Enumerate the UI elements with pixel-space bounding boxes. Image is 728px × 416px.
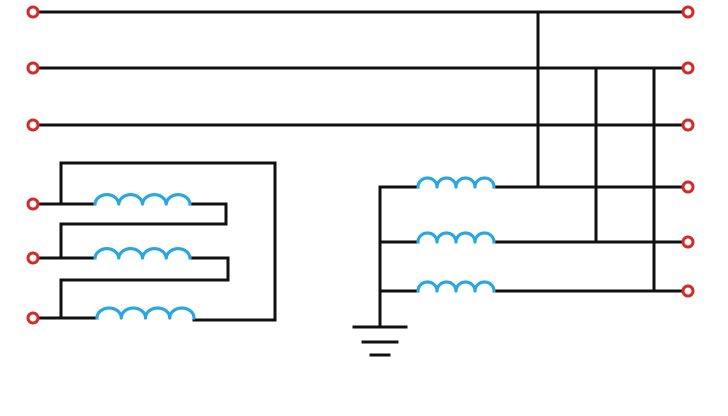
terminal-circle-icon[interactable] <box>681 235 695 249</box>
terminal-circle-icon[interactable] <box>681 118 695 132</box>
terminal-circle-icon[interactable] <box>26 61 40 75</box>
terminal-circle-icon[interactable] <box>681 284 695 298</box>
star-neutral-wires <box>378 185 420 329</box>
terminal-circle-icon[interactable] <box>26 118 40 132</box>
bus-lines <box>31 10 690 127</box>
terminal-circle-icon[interactable] <box>681 61 695 75</box>
delta-wires <box>31 161 277 322</box>
inductor-coil-icon <box>416 280 496 293</box>
terminal-circle-icon[interactable] <box>26 197 40 211</box>
delta-link-1 <box>59 202 228 260</box>
terminal-circle-icon[interactable] <box>26 311 40 325</box>
inductor-coil-icon <box>95 306 196 320</box>
right-output-wires <box>492 185 690 293</box>
inductor-coil-icon <box>416 176 496 189</box>
right-terminals <box>681 5 695 298</box>
neutral-bus <box>378 185 420 329</box>
inductor-coil-icon <box>93 247 192 260</box>
left-coil-set <box>93 193 196 320</box>
terminal-circle-icon[interactable] <box>26 5 40 19</box>
right-coil-set <box>416 176 496 293</box>
left-terminals <box>26 5 40 325</box>
inductor-coil-icon <box>416 231 496 244</box>
bus-drop-wires <box>536 10 656 293</box>
terminal-circle-icon[interactable] <box>681 5 695 19</box>
terminal-circle-icon[interactable] <box>26 251 40 265</box>
delta-frame <box>31 161 277 322</box>
ground-symbol-icon <box>352 325 408 357</box>
terminal-circle-icon[interactable] <box>681 180 695 194</box>
delta-link-2 <box>59 256 230 320</box>
inductor-coil-icon <box>93 193 192 206</box>
